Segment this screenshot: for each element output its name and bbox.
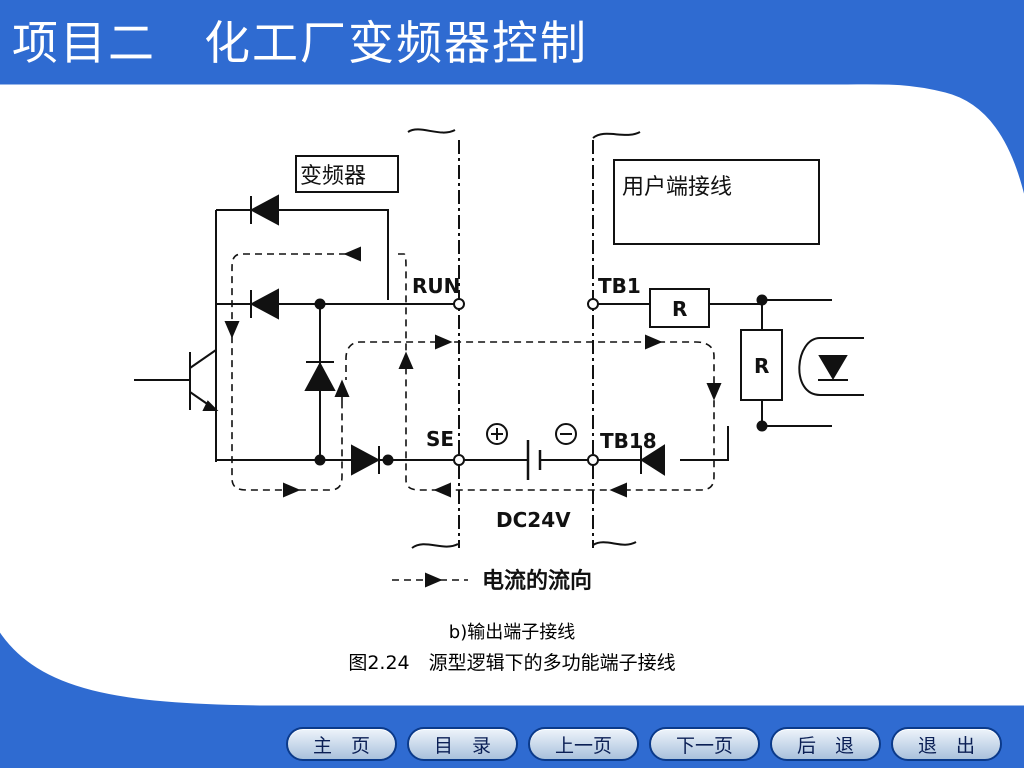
terminal-tb1 [587, 298, 599, 310]
user-label-box [613, 159, 820, 245]
junction-dot [382, 454, 394, 466]
slide-title: 项目二 化工厂变频器控制 [12, 16, 588, 70]
header-bar [0, 0, 1024, 200]
break-mark-right-bottom [592, 541, 637, 546]
junction-dot [314, 298, 326, 310]
diode-se [351, 444, 381, 476]
legend-label: 电流的流向 [482, 568, 592, 594]
plus-symbol [486, 423, 508, 445]
wire-tb1 [593, 299, 832, 426]
flow-arrow [645, 334, 663, 350]
flow-arrow [435, 334, 453, 350]
junction-dot [314, 454, 326, 466]
flow-path-main [345, 253, 715, 491]
flow-arrow [334, 379, 350, 397]
break-mark-left-bottom [411, 543, 459, 549]
flow-arrow [398, 351, 414, 369]
contents-button[interactable]: 目 录 [407, 727, 518, 761]
opto-diode [818, 355, 848, 380]
diode-tb18 [640, 444, 665, 476]
subfigure-caption: b)输出端子接线 [448, 622, 576, 643]
diode-vertical [304, 361, 336, 391]
wire-load [680, 425, 832, 461]
transistor-base [134, 349, 217, 411]
footer-bar [0, 630, 1024, 768]
tb1-label: TB1 [598, 274, 641, 298]
flow-arrow [433, 482, 451, 498]
home-button[interactable]: 主 页 [286, 727, 397, 761]
terminal-run [453, 298, 465, 310]
footer-highlight [0, 629, 1024, 706]
resistor-parallel-label: R [754, 354, 769, 378]
previous-page-button[interactable]: 上一页 [528, 727, 639, 761]
diode-run [249, 288, 279, 320]
flow-arrow [706, 383, 722, 401]
transistor-arrow [202, 400, 219, 411]
flow-arrow [224, 321, 240, 339]
junction-dot [756, 294, 768, 306]
terminal-se [453, 454, 465, 466]
optocoupler-body [798, 337, 864, 396]
flow-arrow [609, 482, 627, 498]
inverter-label-box [295, 155, 399, 193]
flow-arrow [343, 246, 361, 262]
flow-arrow [283, 482, 301, 498]
junction-dot [756, 420, 768, 432]
dc-voltage-label: DC24V [496, 508, 571, 532]
resistor-series-label: R [672, 297, 687, 321]
se-label: SE [426, 427, 454, 451]
inverter-label: 变频器 [300, 164, 366, 189]
break-mark-right-top [592, 131, 641, 139]
terminal-tb18 [587, 454, 599, 466]
minus-symbol [555, 423, 577, 445]
flow-path-inverter [231, 253, 346, 491]
diode-top [249, 194, 279, 226]
run-label: RUN [412, 274, 460, 298]
next-page-button[interactable]: 下一页 [649, 727, 760, 761]
navigation-bar: 主 页 目 录 上一页 下一页 后 退 退 出 [286, 727, 1002, 763]
resistor-series [649, 288, 710, 328]
tb18-label: TB18 [600, 429, 657, 453]
figure-caption: 图2.24 源型逻辑下的多功能端子接线 [348, 652, 676, 674]
user-wiring-label: 用户端接线 [622, 175, 732, 200]
header-highlight [0, 84, 1024, 201]
exit-button[interactable]: 退 出 [891, 727, 1002, 761]
wire-top-diode [216, 209, 389, 300]
break-mark-left-top [407, 128, 456, 134]
resistor-parallel [740, 329, 783, 401]
back-button[interactable]: 后 退 [770, 727, 881, 761]
legend-arrow [425, 572, 443, 588]
